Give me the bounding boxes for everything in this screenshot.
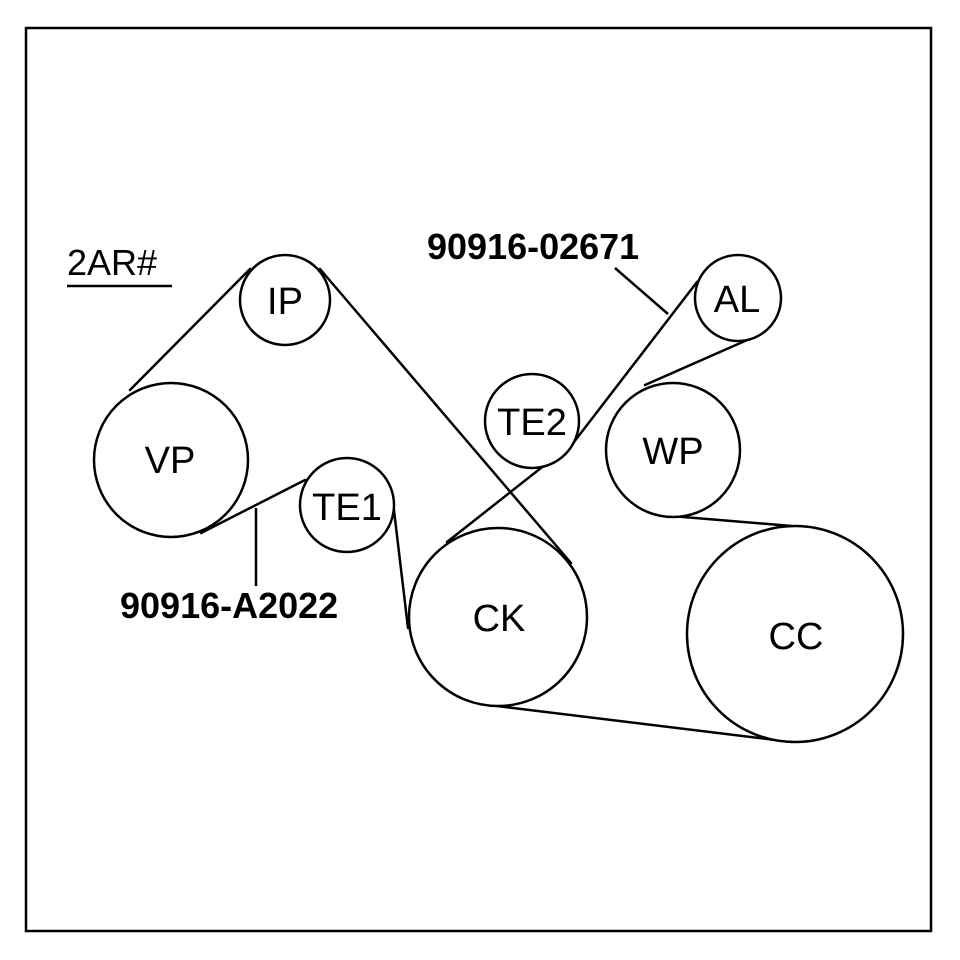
belt-b-segment-te2-al: [572, 280, 699, 444]
engine-code-label: 2AR#: [67, 242, 157, 283]
belt-a-segment-vp-te1: [199, 478, 307, 535]
pulley-ck: [407, 526, 589, 708]
pulley-ip: [238, 253, 332, 347]
pulley-te2: [483, 372, 581, 470]
diagram-frame: [24, 26, 933, 933]
pulley-te2-label: TE2: [497, 402, 567, 444]
pulley-cc-label: CC: [769, 616, 824, 658]
pulley-ck-label: CK: [473, 598, 526, 640]
belt-a-segment-vp-ip: [128, 267, 252, 392]
belt-b-part-number: 90916-02671: [427, 226, 639, 267]
pulley-wp-label: WP: [642, 431, 703, 473]
pulley-wp: [604, 381, 742, 519]
belt-a-segment-te1-ck: [391, 500, 410, 630]
pulley-vp: [92, 381, 250, 539]
pulley-te1: [298, 456, 396, 554]
belt-a-segment-ip-ck: [318, 267, 573, 565]
belt-a-part-number: 90916-A2022: [120, 585, 338, 626]
belt-b-segment-cc-ck: [495, 704, 794, 744]
belt-b-segment-wp-cc: [669, 514, 794, 528]
belt-a: [128, 267, 573, 630]
pulley-te1-label: TE1: [312, 487, 382, 529]
pulley-al: [693, 253, 783, 343]
pulley-cc: [685, 524, 905, 744]
pulley-vp-label: VP: [145, 440, 196, 482]
belt-b-segment-al-wp: [643, 335, 756, 387]
pulley-al-label: AL: [714, 279, 760, 321]
belt-b-leader-line: [614, 267, 669, 315]
pulley-ip-label: IP: [267, 281, 303, 323]
